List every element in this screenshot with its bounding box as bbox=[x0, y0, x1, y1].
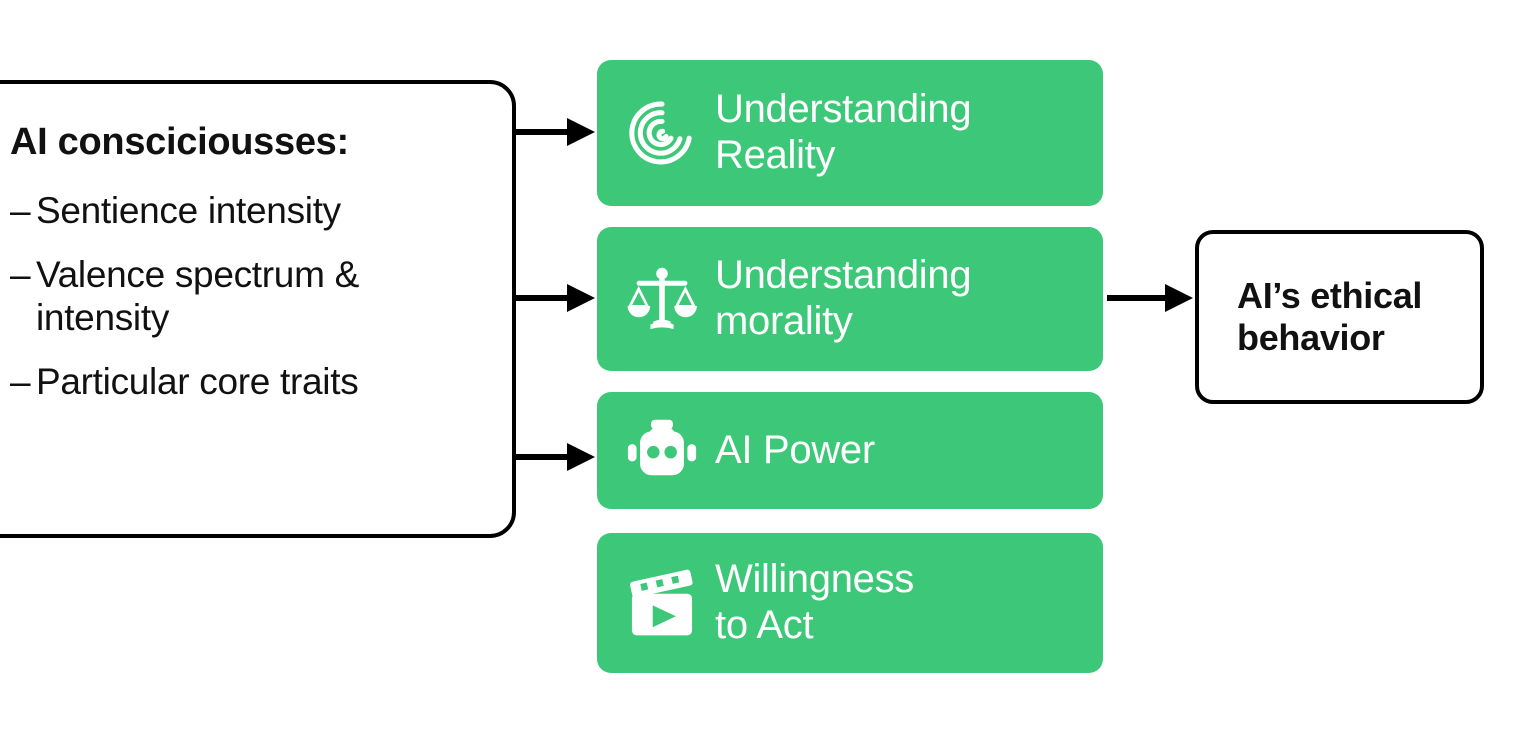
ai-consciousness-source-box: AI consciciousses: – Sentience intensity… bbox=[0, 80, 516, 538]
spiral-icon bbox=[623, 94, 701, 172]
balance-scales-icon bbox=[623, 260, 701, 338]
list-item: – Particular core traits bbox=[10, 361, 512, 404]
arrow-source-to-ai-power bbox=[515, 440, 595, 474]
factor-card-understanding-morality[interactable]: Understanding morality bbox=[597, 227, 1103, 371]
dash-bullet-icon: – bbox=[10, 189, 31, 231]
factor-card-ai-power[interactable]: AI Power bbox=[597, 392, 1103, 509]
dash-bullet-icon: – bbox=[10, 254, 31, 296]
factor-card-label: Understanding Reality bbox=[715, 87, 972, 177]
factor-card-understanding-reality[interactable]: Understanding Reality bbox=[597, 60, 1103, 206]
clapperboard-play-icon bbox=[623, 564, 701, 642]
arrow-source-to-understanding-morality bbox=[515, 281, 595, 315]
dash-bullet-icon: – bbox=[10, 361, 31, 403]
factor-card-label: AI Power bbox=[715, 427, 875, 472]
source-bullet-label: Particular core traits bbox=[36, 361, 359, 403]
source-bullet-label: Sentience intensity bbox=[36, 189, 341, 231]
source-bullet-label: Valence spectrum & intensity bbox=[36, 254, 359, 338]
outcome-box-ai-ethical-behavior: AI’s ethical behavior bbox=[1195, 230, 1484, 404]
robot-head-icon bbox=[623, 412, 701, 490]
arrow-source-to-understanding-reality bbox=[515, 115, 595, 149]
factor-card-willingness-to-act[interactable]: Willingness to Act bbox=[597, 533, 1103, 673]
source-bullet-list: – Sentience intensity – Valence spectrum… bbox=[10, 190, 512, 404]
source-box-title: AI consciciousses: bbox=[10, 121, 349, 163]
arrow-morality-to-ethical-behavior bbox=[1107, 281, 1193, 315]
list-item: – Valence spectrum & intensity bbox=[10, 254, 512, 339]
outcome-box-label: AI’s ethical behavior bbox=[1237, 275, 1423, 358]
list-item: – Sentience intensity bbox=[10, 190, 512, 233]
factor-card-label: Willingness to Act bbox=[715, 557, 914, 647]
factor-card-label: Understanding morality bbox=[715, 253, 972, 343]
